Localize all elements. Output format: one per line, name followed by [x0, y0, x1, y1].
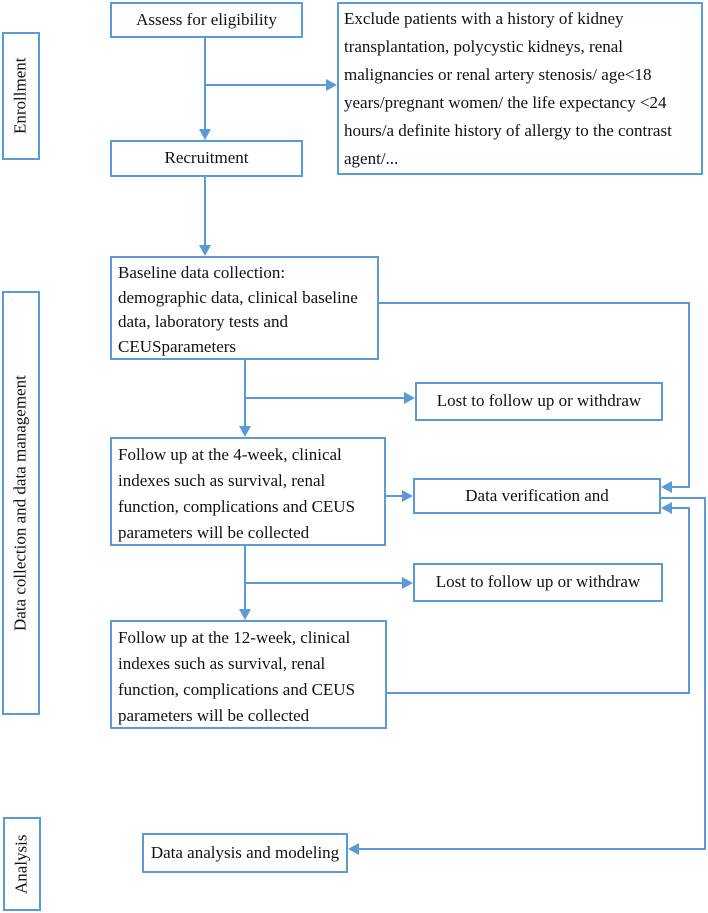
line-branch-to-lost1	[244, 397, 404, 399]
data-analysis-modeling-box: Data analysis and modeling	[142, 833, 348, 873]
arrowhead-into-12week	[239, 609, 251, 620]
line-12week-out-right	[387, 692, 690, 694]
arrowhead-into-4week	[239, 426, 251, 437]
stage-label-analysis: Analysis	[3, 817, 41, 911]
line-4week-to-verification	[386, 495, 404, 497]
line-into-verification-lower	[672, 507, 690, 509]
line-branch-to-exclusion	[204, 84, 328, 86]
line-baseline-out-right	[379, 302, 690, 304]
data-verification-box: Data verification and	[413, 478, 661, 514]
arrowhead-into-verification-lower	[661, 502, 672, 514]
line-into-verification-upper	[672, 486, 690, 488]
exclusion-criteria-box: Exclude patients with a history of kidne…	[337, 2, 703, 175]
stage-label-enrollment: Enrollment	[2, 32, 40, 160]
line-recruitment-to-baseline	[204, 177, 206, 245]
arrowhead-into-recruitment	[199, 129, 211, 140]
baseline-data-collection-box: Baseline data collection: demographic da…	[110, 256, 379, 360]
arrowhead-into-analysis	[348, 843, 359, 855]
stage-label-data-collection: Data collection and data management	[2, 291, 40, 715]
lost-to-followup-box-2: Lost to follow up or withdraw	[413, 563, 663, 602]
recruitment-box: Recruitment	[110, 140, 303, 177]
arrowhead-into-exclusion	[326, 79, 337, 91]
assess-eligibility-box: Assess for eligibility	[110, 2, 303, 38]
line-into-analysis	[359, 848, 706, 850]
followup-4week-box: Follow up at the 4-week, clinical indexe…	[110, 437, 386, 546]
arrowhead-into-verification-upper	[661, 481, 672, 493]
arrowhead-into-lost2	[402, 577, 413, 589]
arrowhead-into-baseline	[199, 245, 211, 256]
line-far-right-down	[704, 497, 706, 850]
line-4week-to-12week	[244, 546, 246, 609]
line-branch-to-lost2	[244, 582, 402, 584]
followup-12week-box: Follow up at the 12-week, clinical index…	[110, 620, 387, 729]
line-baseline-to-4week	[244, 360, 246, 426]
lost-to-followup-box-1: Lost to follow up or withdraw	[415, 382, 663, 421]
line-verification-out-right	[661, 497, 706, 499]
line-right-up-to-verification	[688, 508, 690, 694]
line-right-down-to-verification	[688, 302, 690, 488]
arrowhead-into-lost1	[404, 392, 415, 404]
arrowhead-into-verification-left	[402, 490, 413, 502]
